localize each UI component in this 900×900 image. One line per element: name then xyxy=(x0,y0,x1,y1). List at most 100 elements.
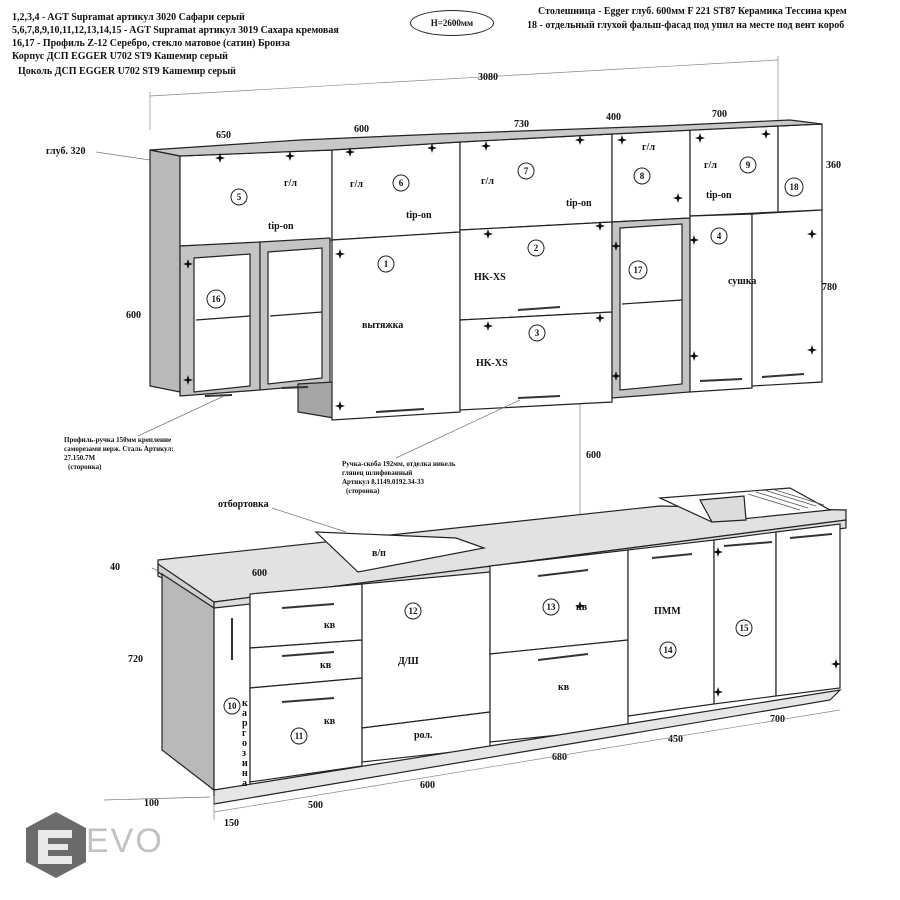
handle-profile-note-2: саморезами нерж. Сталь Артикул: xyxy=(64,445,174,453)
cargo-letter-9: а xyxy=(242,778,247,789)
num-13: 13 xyxy=(547,602,557,612)
cargo-letter-6: з xyxy=(242,748,246,759)
dim-depth-18: 360 xyxy=(826,160,841,171)
num-9: 9 xyxy=(746,160,751,170)
num-7: 7 xyxy=(524,166,529,176)
drawer-label-13: кв xyxy=(576,602,588,613)
num-17: 17 xyxy=(634,265,644,275)
lower-handles xyxy=(231,533,833,703)
spec-line-2: 5,6,7,8,9,10,11,12,13,14,15 - AGT Supram… xyxy=(12,25,339,36)
dim-total-width: 3080 xyxy=(478,72,498,83)
dim-lower-width-1: 500 xyxy=(308,800,323,811)
hkxs-label-2: HK-XS xyxy=(474,272,506,283)
sink-ribs xyxy=(747,488,825,511)
lift-label-7: г/л xyxy=(481,176,494,187)
drawer-label-13b: кв xyxy=(558,682,570,693)
num-5: 5 xyxy=(237,192,242,202)
spec-line-5: Цоколь ДСП EGGER U702 ST9 Кашемир серый xyxy=(18,66,236,77)
dim-lower-width-5: 700 xyxy=(770,714,785,725)
num-11: 11 xyxy=(295,731,304,741)
num-1: 1 xyxy=(384,259,389,269)
dim-offset: 150 xyxy=(224,818,239,829)
handle-bracket-note-4: (сторонка) xyxy=(346,487,380,495)
dim-base-height: 720 xyxy=(128,654,143,665)
hkxs-label-3: HK-XS xyxy=(476,358,508,369)
drawer-label-2: кв xyxy=(320,660,332,671)
cargo-letter-4: г xyxy=(242,728,247,739)
evo-mark xyxy=(26,812,86,878)
lift-label-6: г/л xyxy=(350,179,363,190)
num-12: 12 xyxy=(409,606,419,616)
dim-width-2: 600 xyxy=(354,124,369,135)
height-badge: H=2600мм xyxy=(410,10,494,36)
evo-logo: EVO xyxy=(20,808,162,880)
handle-profile-note-1: Профиль-ручка 150мм крепление xyxy=(64,436,172,444)
cargo-letter-2: а xyxy=(242,708,247,719)
dim-lower-width-2: 600 xyxy=(420,780,435,791)
bottom-dimension-line xyxy=(213,709,841,820)
num-3: 3 xyxy=(535,328,540,338)
num-4: 4 xyxy=(717,231,722,241)
lift-label-8: г/л xyxy=(642,142,655,153)
countertop-note-1: Столешница - Egger глуб. 600мм F 221 ST8… xyxy=(538,6,847,17)
cargo-letter-3: р xyxy=(242,718,248,729)
handle-profile-note-3: 27.150.7М xyxy=(64,454,96,462)
handle-bracket-note-3: Артикул 8.1149.0192.34-33 xyxy=(342,478,424,486)
flanging-label: отбортовка xyxy=(218,499,269,510)
upper-depth-label: глуб. 320 xyxy=(46,146,86,157)
logo-text: EVO xyxy=(86,822,164,860)
num-16: 16 xyxy=(212,294,222,304)
hob-label: в/п xyxy=(372,548,386,559)
dim-lower-width-3: 680 xyxy=(552,752,567,763)
upper-cabinets xyxy=(149,119,823,421)
handle-bracket-note-1: Ручка-скоба 192мм, отделка никель xyxy=(342,460,456,468)
pmm-label: ПММ xyxy=(654,606,681,617)
dim-width-3: 730 xyxy=(514,119,529,130)
dim-counter-thickness: 40 xyxy=(110,562,120,573)
spec-line-4: Корпус ДСП EGGER U702 ST9 Кашемир серый xyxy=(12,51,228,62)
tipon-label-7: tip-on xyxy=(566,198,592,209)
num-14: 14 xyxy=(664,645,674,655)
note-leaders xyxy=(103,395,581,801)
num-15: 15 xyxy=(740,623,750,633)
roller-label: рол. xyxy=(414,730,433,741)
dim-gap: 600 xyxy=(586,450,601,461)
cargo-letter-1: к xyxy=(242,698,248,709)
lift-label-5: г/л xyxy=(284,178,297,189)
upper-handles xyxy=(204,306,805,413)
dim-width-1: 650 xyxy=(216,130,231,141)
num-2: 2 xyxy=(534,243,539,253)
tipon-label-9: tip-on xyxy=(706,190,732,201)
drawer-label-3: кв xyxy=(324,716,336,727)
num-6: 6 xyxy=(399,178,404,188)
dim-counter-depth: 600 xyxy=(252,568,267,579)
spec-line-1: 1,2,3,4 - AGT Supramat артикул 3020 Сафа… xyxy=(12,12,245,23)
tipon-label-5: tip-on xyxy=(268,221,294,232)
height-label: H=2600мм xyxy=(430,18,474,28)
top-dimension-line xyxy=(149,56,779,130)
lift-label-9: г/л xyxy=(704,160,717,171)
tipon-label-6: tip-on xyxy=(406,210,432,221)
depth-leader xyxy=(95,151,151,161)
num-8: 8 xyxy=(640,171,645,181)
dim-width-4: 400 xyxy=(606,112,621,123)
dim-width-5: 700 xyxy=(712,109,727,120)
cargo-letter-8: н xyxy=(242,768,248,779)
handle-bracket-note-2: глянец шлифованный xyxy=(342,469,413,477)
drawer-label-1: кв xyxy=(324,620,336,631)
cargo-letter-7: и xyxy=(242,758,248,769)
upper-labels: 5 6 7 8 9 18 г/л г/л г/л г/л г/л tip-on … xyxy=(206,142,804,369)
dim-plinth: 100 xyxy=(144,798,159,809)
dim-upper-height: 600 xyxy=(126,310,141,321)
cargo-letter-5: о xyxy=(242,738,247,749)
lower-cabinets xyxy=(157,487,847,805)
num-10: 10 xyxy=(228,701,238,711)
hood-label: вытяжка xyxy=(362,320,403,331)
dryer-label: сушка xyxy=(728,276,756,287)
handle-profile-note-4: (сторонка) xyxy=(68,463,102,471)
dim-lower-width-4: 450 xyxy=(668,734,683,745)
lower-labels: в/п 600 40 720 100 150 кв кв кв 11 10 к … xyxy=(110,548,785,829)
countertop-note-2: 18 - отдельный глухой фальш-фасад под уп… xyxy=(527,20,845,31)
